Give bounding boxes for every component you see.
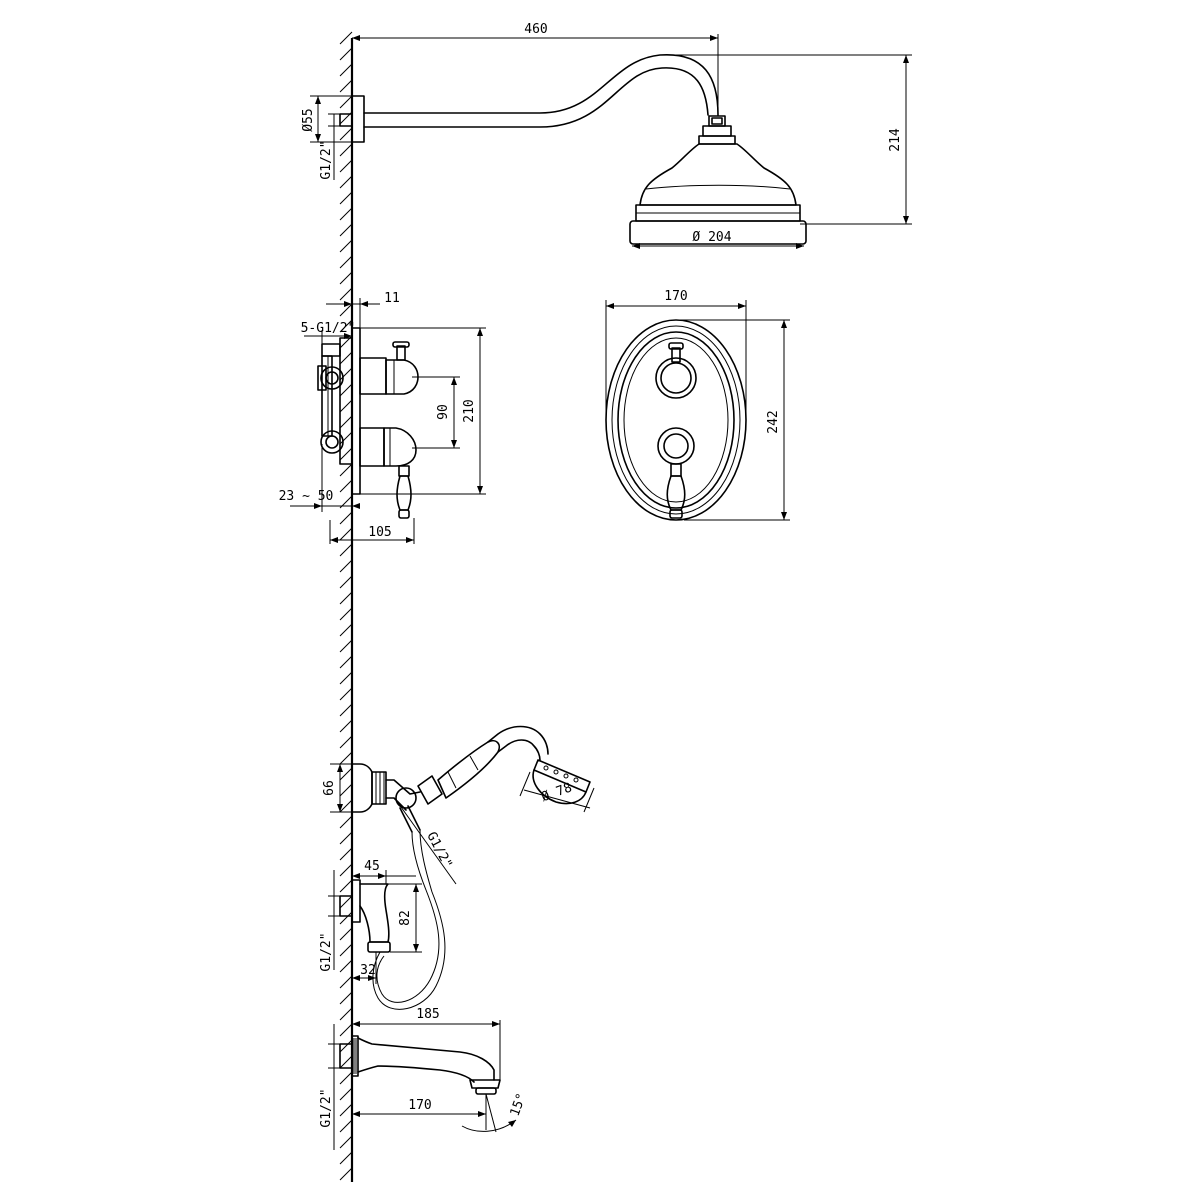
overhead-shower [339,54,807,245]
label-elbow-thread: G1/2" [423,830,455,872]
dim-elbow-height: 66 [322,763,352,813]
label-head-diameter: Ø 204 [692,230,731,245]
label-spout-angle: 15° [508,1091,530,1118]
dim-wall-offset: 11 [326,291,400,328]
label-handle-spacing: 90 [436,404,451,420]
bath-spout [339,1035,501,1095]
dim-arm-length: 460 [352,22,719,116]
dim-holder-height: 82 [388,883,422,953]
mixer-front-plate [605,319,747,521]
label-holder-depth: 45 [364,859,380,874]
wall-hatching [339,31,353,1181]
label-mixer-depth: 105 [368,525,391,540]
hand-shower-holder [339,879,391,953]
dim-spout-reach: 170 [352,1094,487,1130]
dim-arm-flange: Ø55 G1/2" [301,95,352,180]
dim-mixer-height: 210 [360,327,486,495]
dim-spout-angle: 15° [461,1091,530,1133]
dim-embed-depth: 23 ~ 50 [279,444,360,512]
dim-plate-width: 170 [605,289,747,420]
dim-hand-shower-diameter: Ø 78 [519,771,595,813]
dim-plate-height: 242 [676,319,790,521]
dim-spout-length: 185 [352,1007,501,1080]
dim-spout-thread: G1/2" [319,1024,340,1150]
dim-mixer-inlets: 5-G1/2" [301,321,356,344]
label-embed-depth: 23 ~ 50 [279,489,334,504]
dim-mixer-depth: 105 [329,518,415,544]
dim-holder-offset: 32 [352,952,377,984]
label-holder-offset: 32 [360,963,376,978]
dim-holder-depth: 45 [352,859,416,884]
dim-handle-spacing: 90 [412,376,460,449]
label-arm-thread: G1/2" [319,140,334,179]
label-mixer-height: 210 [462,399,477,422]
dim-head-height: 214 [665,54,912,225]
wall-elbow-hand-shower [351,725,591,1010]
dim-head-diameter: Ø 204 [632,230,804,249]
label-spout-length: 185 [416,1007,439,1022]
label-elbow-height: 66 [322,780,337,796]
label-arm-length: 460 [524,22,547,37]
label-arm-flange-diameter: Ø55 [301,108,316,131]
label-holder-height: 82 [398,910,413,926]
dim-holder-thread: G1/2" [319,870,340,972]
label-spout-reach: 170 [408,1098,431,1113]
wall [339,31,354,1182]
label-head-height: 214 [888,128,903,152]
label-hand-shower-diameter: Ø 78 [540,780,575,805]
label-holder-thread: G1/2" [319,932,334,971]
label-mixer-inlets: 5-G1/2" [301,321,356,336]
label-plate-width: 170 [664,289,687,304]
label-wall-offset: 11 [384,291,400,306]
label-plate-height: 242 [766,410,781,433]
label-spout-thread: G1/2" [319,1088,334,1127]
